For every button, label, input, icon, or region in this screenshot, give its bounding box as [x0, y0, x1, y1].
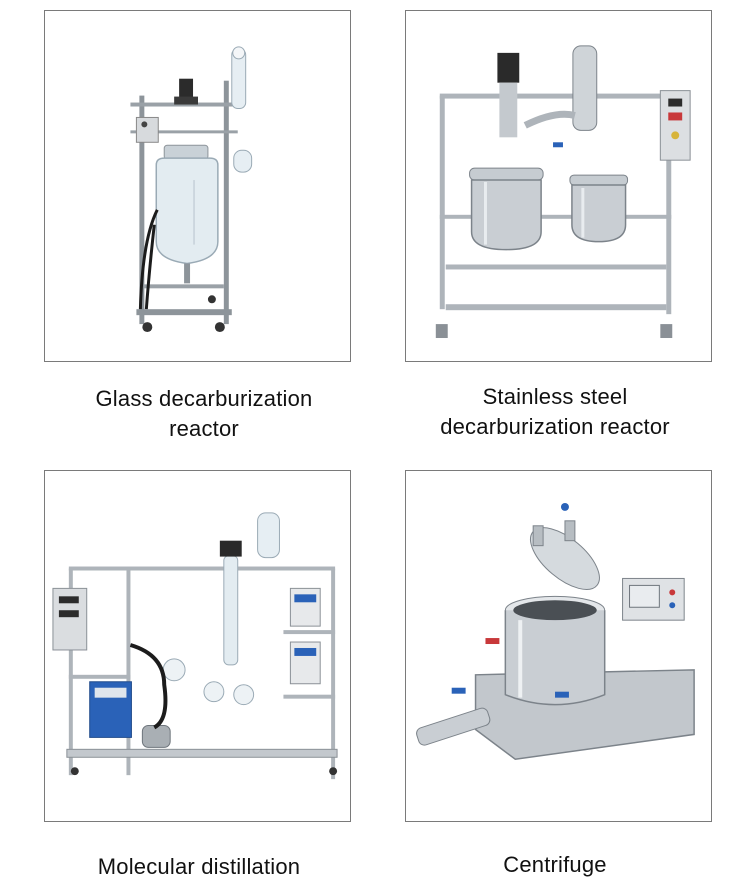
product-image-glass-reactor: [44, 10, 351, 362]
caption-line-1: Stainless steel: [482, 384, 628, 409]
caption-line-2: decarburization reactor: [440, 414, 670, 439]
caption-line-1: Molecular distillation: [97, 854, 301, 879]
glass-reactor-illustration: [130, 46, 253, 333]
caption-line-2: reactor: [169, 416, 239, 441]
caption-line-1: Centrifuge: [503, 852, 607, 877]
caption-glass-reactor: Glass decarburization reactor: [44, 384, 364, 444]
molecular-distillation-illustration: [52, 512, 338, 780]
product-image-molecular-distillation: [44, 470, 351, 822]
caption-line-1: Glass decarburization: [95, 386, 313, 411]
stainless-reactor-illustration: [435, 45, 691, 339]
centrifuge-illustration: [416, 502, 695, 761]
caption-molecular-distillation: Molecular distillation: [44, 852, 354, 882]
caption-stainless-reactor: Stainless steel decarburization reactor: [405, 382, 705, 442]
product-image-centrifuge: [405, 470, 712, 822]
caption-centrifuge: Centrifuge: [405, 850, 705, 880]
product-image-stainless-reactor: [405, 10, 712, 362]
